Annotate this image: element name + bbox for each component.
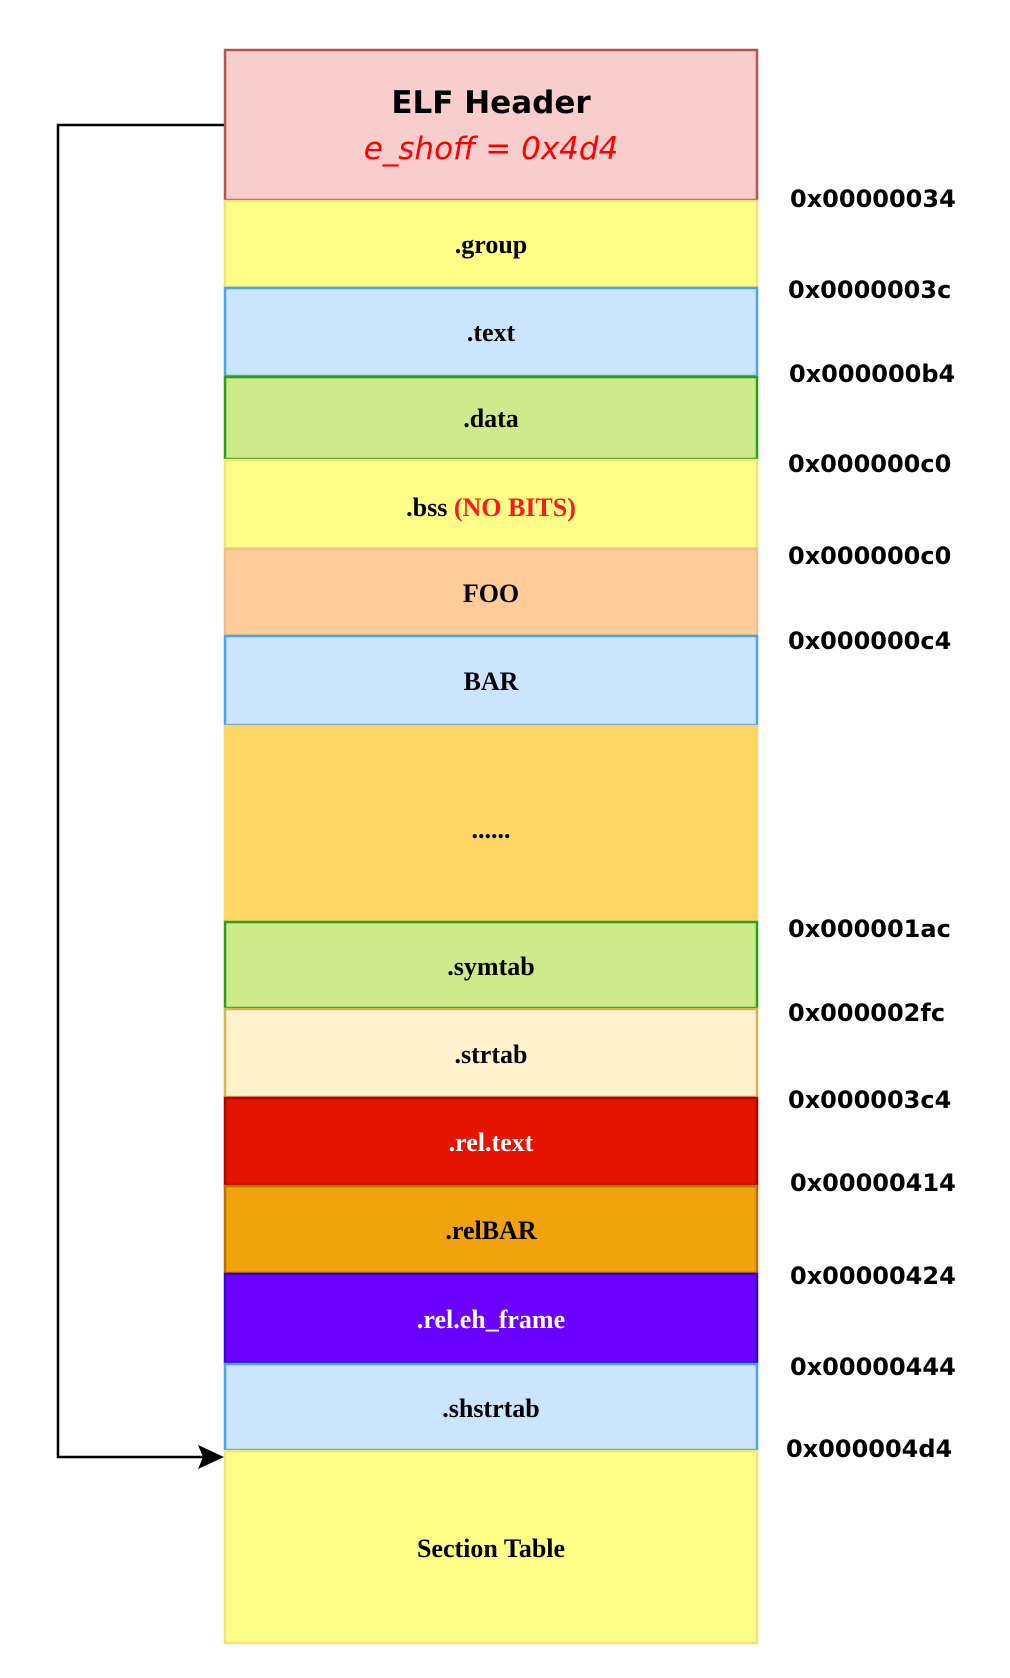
section-block-section-table: Section Table xyxy=(223,1449,759,1645)
elf-header-box xyxy=(223,48,759,202)
section-label-bss: .bss (NO BITS) xyxy=(406,493,576,522)
offset-label: 0x000003c4 xyxy=(788,1086,951,1114)
section-block-rel-text: .rel.text xyxy=(223,1096,759,1187)
offset-label: 0x00000444 xyxy=(790,1353,956,1381)
shoff-arrow xyxy=(56,123,224,1469)
section-block-bar: BAR xyxy=(223,634,759,727)
section-box-symtab xyxy=(223,920,759,1010)
offset-label: 0x00000414 xyxy=(790,1169,956,1197)
offset-label: 0x0000003c xyxy=(788,276,951,304)
section-block-bss: .bss (NO BITS) xyxy=(223,458,759,550)
section-label-bar: BAR xyxy=(464,667,519,696)
bss-nobits-note: (NO BITS) xyxy=(454,493,576,522)
section-label-symtab: .symtab xyxy=(447,952,534,981)
section-label-rel-text: .rel.text xyxy=(449,1128,534,1157)
section-box-section-table xyxy=(223,1449,759,1645)
section-box-bar xyxy=(223,634,759,727)
section-label-shstrtab: .shstrtab xyxy=(442,1394,540,1423)
bss-name: .bss xyxy=(406,493,447,522)
section-box-relbar xyxy=(223,1184,759,1275)
offset-label: 0x000000c0 xyxy=(788,542,951,570)
elf-header-block: ELF Header e_shoff = 0x4d4 xyxy=(223,48,759,202)
section-box-ellipsis xyxy=(223,724,759,923)
section-block-group: .group xyxy=(223,199,759,289)
offset-label: 0x000001ac xyxy=(788,915,951,943)
offset-label: 0x000002fc xyxy=(788,999,945,1027)
shoff-arrow-line xyxy=(56,123,224,1459)
elf-header-shoff: e_shoff = 0x4d4 xyxy=(364,131,619,167)
offset-label: 0x000000c4 xyxy=(788,627,951,655)
section-box-text xyxy=(223,286,759,378)
section-label-relbar: .relBAR xyxy=(445,1216,536,1245)
section-label-text: .text xyxy=(467,318,516,347)
section-block-relbar: .relBAR xyxy=(223,1184,759,1275)
offset-column: 0x00000034 0x0000003c 0x000000b4 0x00000… xyxy=(786,185,956,1463)
section-box-bss xyxy=(223,458,759,550)
section-label-rel-eh-frame: .rel.eh_frame xyxy=(417,1305,565,1334)
section-block-symtab: .symtab xyxy=(223,920,759,1010)
section-block-shstrtab: .shstrtab xyxy=(223,1362,759,1452)
section-label-group: .group xyxy=(455,230,528,259)
section-box-foo xyxy=(223,547,759,637)
section-block-text: .text xyxy=(223,286,759,378)
offset-label: 0x000004d4 xyxy=(786,1435,952,1463)
section-box-rel-eh-frame xyxy=(223,1272,759,1365)
section-block-foo: FOO xyxy=(223,547,759,637)
section-box-shstrtab xyxy=(223,1362,759,1452)
section-block-data: .data xyxy=(223,375,759,461)
section-box-rel-text xyxy=(223,1096,759,1187)
section-block-strtab: .strtab xyxy=(223,1007,759,1099)
elf-header-title: ELF Header xyxy=(391,85,591,121)
offset-label: 0x00000034 xyxy=(790,185,956,213)
section-label-foo: FOO xyxy=(463,579,519,608)
section-box-strtab xyxy=(223,1007,759,1099)
section-block-ellipsis: ...... xyxy=(223,724,759,923)
section-label-section-table: Section Table xyxy=(417,1534,565,1563)
offset-label: 0x00000424 xyxy=(790,1262,956,1290)
section-label-strtab: .strtab xyxy=(455,1040,528,1069)
section-block-rel-eh-frame: .rel.eh_frame xyxy=(223,1272,759,1365)
offset-label: 0x000000b4 xyxy=(789,360,955,388)
offset-label: 0x000000c0 xyxy=(788,450,951,478)
section-label-ellipsis: ...... xyxy=(472,815,511,844)
section-label-data: .data xyxy=(463,404,519,433)
shoff-arrowhead-icon xyxy=(198,1445,224,1469)
